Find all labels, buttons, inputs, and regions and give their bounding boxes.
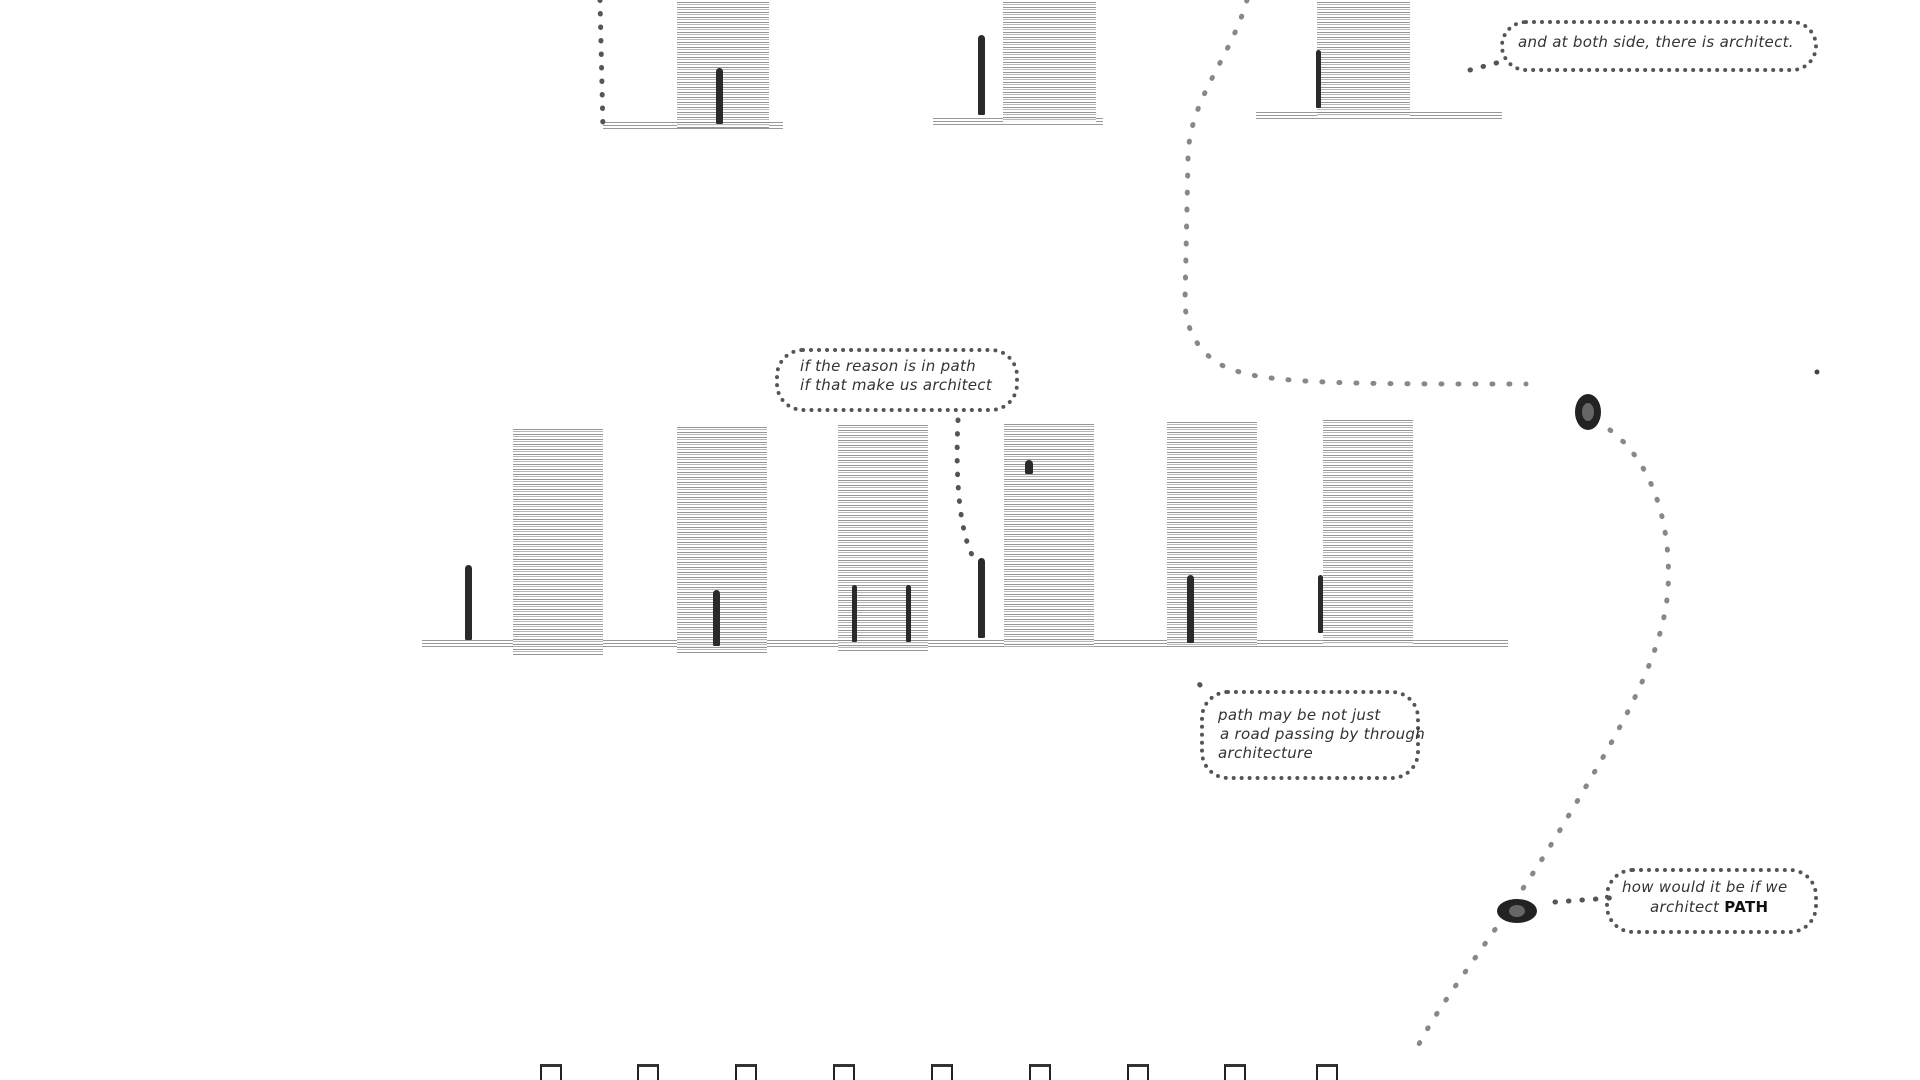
building bbox=[1323, 418, 1413, 644]
person-figure bbox=[906, 585, 911, 642]
note-bubble-how bbox=[1605, 868, 1818, 934]
note-how-emphasis: PATH bbox=[1724, 898, 1769, 916]
flag-icon bbox=[833, 1064, 855, 1080]
building bbox=[1317, 0, 1410, 116]
note-how-2: architect PATH bbox=[1650, 898, 1768, 916]
person-figure bbox=[1025, 460, 1033, 474]
person-figure bbox=[716, 68, 723, 124]
person-figure bbox=[978, 558, 985, 638]
bubble-tail bbox=[954, 417, 975, 558]
note-both-sides: and at both side, there is architect. bbox=[1518, 33, 1794, 51]
walker-figure bbox=[1575, 394, 1601, 430]
person-figure bbox=[1318, 575, 1323, 633]
bubble-tail bbox=[1552, 895, 1613, 905]
bubble-tail bbox=[1467, 59, 1503, 73]
building bbox=[1004, 422, 1094, 648]
building bbox=[1167, 420, 1257, 646]
note-path-1: path may be not just bbox=[1218, 706, 1381, 724]
flag-icon bbox=[637, 1064, 659, 1080]
path-trail bbox=[1413, 427, 1671, 1053]
person-figure bbox=[978, 35, 985, 115]
bubble-tail bbox=[1190, 673, 1203, 688]
flag-icon bbox=[1224, 1064, 1246, 1080]
flag-icon bbox=[1127, 1064, 1149, 1080]
note-path-2: a road passing by through bbox=[1220, 725, 1426, 743]
building bbox=[513, 427, 603, 655]
building bbox=[677, 0, 769, 128]
note-how-1: how would it be if we bbox=[1622, 878, 1788, 896]
note-bubble-both-sides bbox=[1500, 20, 1818, 72]
person-figure bbox=[1316, 50, 1321, 108]
building bbox=[677, 425, 767, 653]
walker-figure bbox=[1497, 899, 1537, 923]
person-figure bbox=[852, 585, 857, 642]
note-path-3: architecture bbox=[1218, 744, 1314, 762]
path-trail bbox=[1182, 0, 1529, 387]
note-reason-1: if the reason is in path bbox=[800, 357, 976, 375]
person-figure bbox=[713, 590, 720, 646]
flag-icon bbox=[1029, 1064, 1051, 1080]
note-bubble-reason bbox=[775, 348, 1019, 412]
flag-icon bbox=[931, 1064, 953, 1080]
note-how-2-text: architect bbox=[1650, 898, 1720, 916]
ground-line bbox=[1256, 112, 1502, 120]
note-bubble-path bbox=[1200, 690, 1420, 780]
flag-icon bbox=[540, 1064, 562, 1080]
bubble-tail bbox=[597, 0, 606, 133]
person-figure bbox=[1187, 575, 1194, 643]
flag-icon bbox=[735, 1064, 757, 1080]
ground-line bbox=[933, 118, 1103, 126]
building bbox=[1003, 0, 1096, 122]
ground-line bbox=[422, 640, 1508, 648]
flag-icon bbox=[1316, 1064, 1338, 1080]
traveler-figure bbox=[465, 565, 472, 640]
note-reason-2: if that make us architect bbox=[800, 376, 993, 394]
